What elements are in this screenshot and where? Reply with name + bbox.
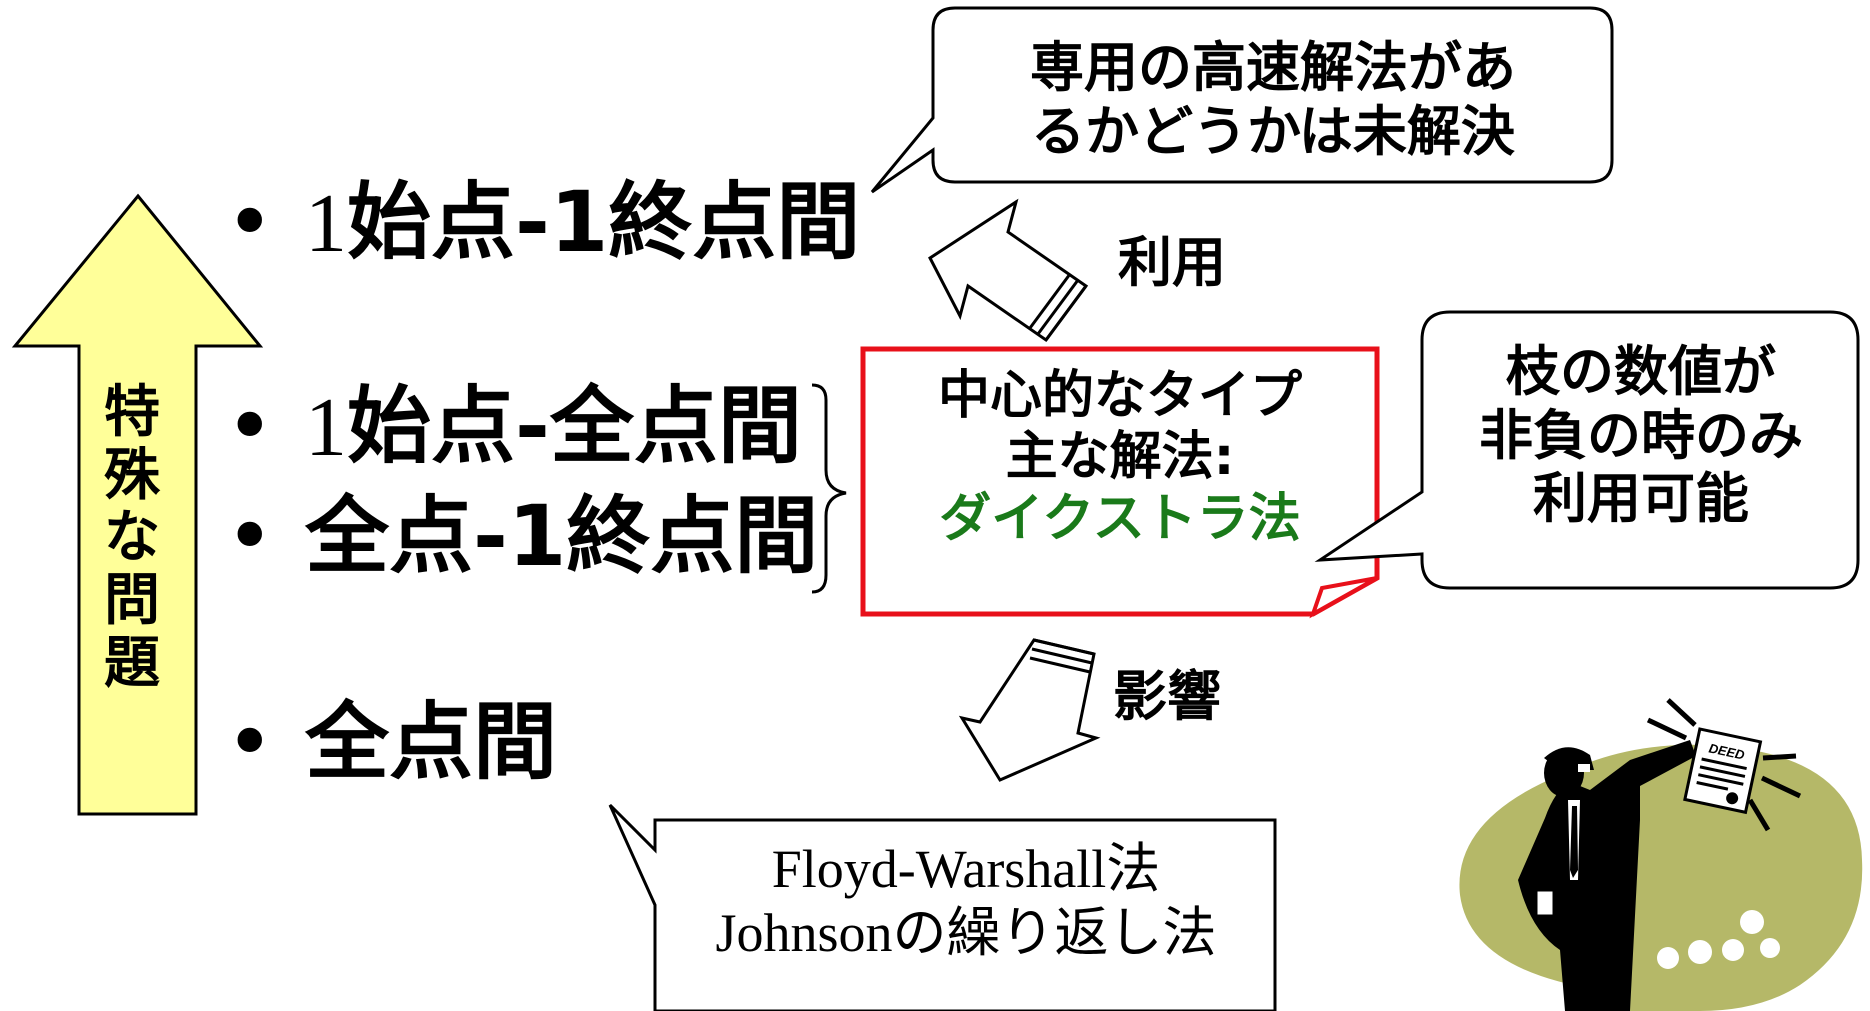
bullet-marker: • (225, 487, 275, 585)
callout-top-text: 専用の高速解法があ るかどうかは未解決 (940, 36, 1606, 163)
callout-top-bubble (870, 6, 1614, 194)
callout-bottom-line: Johnsonの繰り返し法 (715, 902, 1217, 963)
bullet-text: 始点-全点間 (347, 377, 802, 475)
callout-top-line: 専用の高速解法があ (1030, 36, 1516, 99)
bullet-text: 全点-1終点間 (305, 487, 819, 585)
bullet-marker: • (225, 377, 275, 475)
bullet-text: 全点間 (305, 693, 558, 791)
influence-arrow (958, 638, 1101, 782)
callout-top-line: るかどうかは未解決 (1031, 99, 1515, 163)
callout-right-bubble (1314, 310, 1860, 590)
special-problem-label: 特 殊 な 問 題 (97, 380, 167, 696)
special-problem-char: 特 (104, 380, 160, 445)
bullet-all-pairs: •全点間 (225, 700, 557, 786)
callout-right-text: 枝の数値が 非負の時のみ 利用可能 (1426, 340, 1856, 531)
callout-right-line: 利用可能 (1533, 467, 1749, 531)
special-problem-arrow (11, 193, 264, 816)
callout-right-line: 枝の数値が (1506, 340, 1776, 403)
central-box-text: 中心的なタイプ 主な解法: ダイクストラ法 (866, 366, 1374, 550)
special-problem-char: 問 (104, 568, 160, 634)
use-label: 利用 (1118, 231, 1226, 294)
bullet-text: 始点-1終点間 (347, 173, 861, 271)
callout-bottom-bubble (608, 803, 1277, 1011)
bullet-marker: • (225, 693, 275, 791)
central-box-line: 中心的なタイプ (937, 366, 1302, 426)
callout-bottom-line: Floyd-Warshall法 (771, 839, 1161, 899)
bullet-prefix: 1 (305, 177, 347, 270)
special-problem-char: 題 (104, 630, 160, 696)
use-arrow (928, 198, 1089, 343)
bullet-marker: • (225, 173, 275, 271)
callout-right-line: 非負の時のみ (1479, 403, 1803, 467)
bullet-single-pair: •1始点-1終点間 (225, 180, 860, 266)
curly-brace (811, 383, 847, 594)
special-problem-char: 殊 (104, 442, 160, 508)
central-box (860, 346, 1380, 619)
influence-label: 影響 (1113, 665, 1221, 728)
bullet-prefix: 1 (305, 381, 347, 474)
special-problem-char: な (104, 505, 160, 571)
deed-label: DEED (1708, 740, 1747, 762)
businessman-with-deed-icon: DEED (1459, 698, 1863, 1011)
dijkstra-label: ダイクストラ法 (939, 488, 1301, 549)
callout-bottom-text: Floyd-Warshall法 Johnsonの繰り返し法 (660, 838, 1272, 965)
central-box-line: 主な解法: (1005, 427, 1235, 488)
bullet-single-source: •1始点-全点間 (225, 384, 802, 470)
bullet-single-destination: •全点-1終点間 (225, 494, 818, 580)
